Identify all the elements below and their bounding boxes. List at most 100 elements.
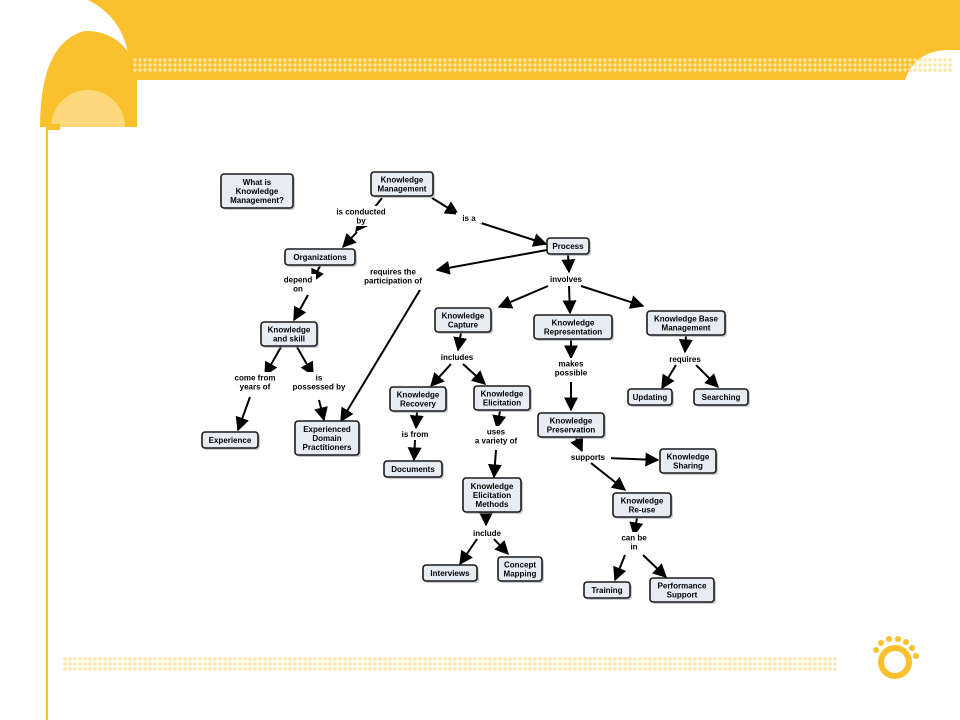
concept-node-label: Capture — [448, 321, 479, 330]
concept-link-arrow — [235, 396, 251, 432]
link-label-text: years of — [240, 383, 271, 392]
link-label-text: come from — [235, 374, 276, 383]
concept-node-label: Domain — [312, 434, 341, 443]
concept-link-arrow — [435, 249, 548, 275]
concept-link-arrow — [661, 364, 677, 390]
concept-node-label: Knowledge — [481, 390, 524, 399]
concept-node-label: Process — [552, 242, 584, 251]
concept-node-documents: Documents — [383, 460, 444, 479]
concept-link-arrow — [342, 231, 358, 249]
concept-node-updating: Updating — [627, 388, 674, 407]
concept-link-arrow — [453, 332, 468, 352]
concept-node-label: Knowledge — [442, 312, 485, 321]
concept-node-label: Knowledge — [268, 326, 311, 335]
concept-node-label: Knowledge Base — [654, 315, 719, 324]
concept-node-searching: Searching — [693, 388, 750, 407]
concept-node-experience: Experience — [201, 431, 260, 450]
header-band — [88, 0, 960, 80]
concept-node-label: Updating — [633, 393, 668, 402]
concept-link-arrow — [492, 410, 507, 430]
link-label-text: in — [630, 543, 637, 552]
link-label-text: involves — [550, 275, 583, 284]
concept-link-arrow — [293, 294, 309, 322]
link-label-text: is from — [402, 430, 429, 439]
link-label-text: on — [293, 285, 303, 294]
link-label-text: requires the — [370, 268, 416, 277]
header-circle-mask — [0, 127, 200, 187]
concept-link-arrow — [407, 439, 422, 462]
link-label-supports: supports — [565, 451, 611, 463]
concept-link-arrow — [570, 436, 584, 453]
concept-node-label: What is — [243, 178, 272, 187]
concept-node-label: Management — [662, 324, 711, 333]
link-label-text: is conducted — [336, 208, 385, 217]
concept-link-arrow — [431, 197, 460, 215]
concept-map-edges — [235, 197, 719, 582]
concept-link-arrow — [477, 221, 548, 247]
concept-node-label: Concept — [504, 561, 536, 570]
link-label-text: is — [316, 374, 323, 383]
link-label-text: possible — [555, 369, 588, 378]
concept-link-arrow — [678, 335, 693, 354]
sun-footprint-logo-icon — [873, 636, 919, 679]
concept-node-label: Knowledge — [381, 176, 424, 185]
concept-link-arrow — [409, 411, 424, 430]
footer-dot-row — [63, 657, 837, 671]
concept-map-nodes: What isKnowledgeManagement?KnowledgeMana… — [201, 171, 750, 604]
concept-node-label: Elicitation — [483, 399, 521, 408]
concept-node-label: Interviews — [430, 569, 470, 578]
concept-node-label: Training — [591, 586, 622, 595]
concept-link-arrow — [296, 346, 314, 377]
concept-node-label: Management — [378, 185, 427, 194]
link-label-text: uses — [487, 428, 506, 437]
link-label-text: depend — [284, 276, 313, 285]
concept-node-label: Elicitation — [473, 491, 511, 500]
concept-node-label: Management? — [230, 196, 284, 205]
link-label-text: includes — [441, 353, 474, 362]
concept-node-label: Sharing — [673, 462, 703, 471]
concept-link-arrow — [695, 364, 719, 388]
concept-node-label: Knowledge — [550, 417, 593, 426]
vertical-rule — [46, 127, 48, 720]
concept-node-label: Documents — [391, 465, 435, 474]
header-dot-row — [133, 58, 952, 72]
link-label-is-from: is from — [394, 428, 436, 440]
link-label-text: participation of — [364, 277, 422, 286]
concept-link-arrow — [590, 462, 627, 491]
concept-link-arrow — [340, 289, 421, 423]
concept-node-label: Experienced — [303, 425, 351, 434]
concept-node-label: Knowledge — [621, 497, 664, 506]
concept-link-arrow — [459, 538, 478, 566]
concept-link-arrow — [642, 554, 668, 578]
concept-link-arrow — [497, 285, 549, 309]
concept-node-training: Training — [583, 581, 632, 600]
link-label-text: is a — [462, 214, 476, 223]
concept-link-arrow — [580, 285, 645, 309]
concept-link-arrow — [562, 285, 577, 315]
link-label-text: include — [473, 529, 502, 538]
link-label-text: a variety of — [475, 437, 518, 446]
concept-node-organizations: Organizations — [284, 248, 357, 267]
concept-node-label: Knowledge — [667, 453, 710, 462]
concept-link-arrow — [314, 399, 328, 422]
header-left-arc — [40, 0, 88, 127]
concept-node-label: Recovery — [400, 400, 437, 409]
link-label-text: makes — [559, 360, 584, 369]
